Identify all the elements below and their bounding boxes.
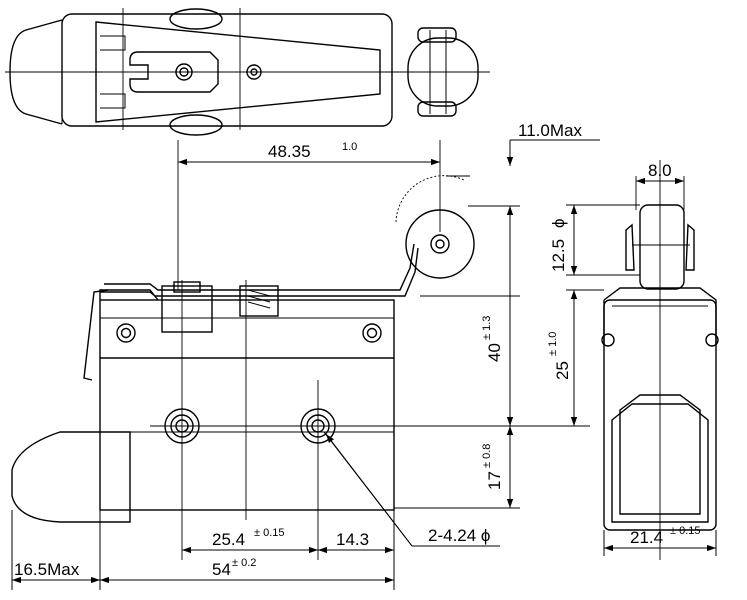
dim-body-width-value: 21.4 xyxy=(630,528,663,547)
top-view xyxy=(5,8,490,136)
dim-max-overtravel-value: 11.0Max xyxy=(518,121,582,140)
dim-actuator-height-tol: ± 1.3 xyxy=(481,316,493,340)
dim-max-overtravel: 11.0Max xyxy=(506,121,600,166)
dim-hole-pitch: 25.4 ± 0.15 xyxy=(182,527,318,554)
dim-mount-height-tol: ± 0.8 xyxy=(481,444,493,468)
side-view xyxy=(601,160,719,560)
dim-roller-width: 8.0 xyxy=(636,161,684,185)
dim-body-width: 21.4 ± 0.15 xyxy=(603,525,717,556)
dim-roller-diameter-symbol: ϕ xyxy=(549,218,568,228)
dim-roller-diameter: 12.5 ϕ xyxy=(549,204,640,276)
dim-body-upper-value: 25 xyxy=(553,361,572,380)
dim-body-upper: 25 ± 1.0 xyxy=(547,289,604,426)
dim-body-length-value: 54 xyxy=(212,560,231,579)
dim-actuator-height: 40 ± 1.3 xyxy=(481,206,514,426)
dim-body-length-tol: ± 0.2 xyxy=(232,557,256,569)
dim-boot-length: 16.5Max xyxy=(11,510,100,590)
dim-mount-height: 17 ± 0.8 xyxy=(394,426,520,509)
dim-hole-offset-value: 14.3 xyxy=(336,530,369,549)
dim-lever-length-tol: 1.0 xyxy=(342,141,357,153)
dim-hole-pitch-value: 25.4 xyxy=(212,530,245,549)
dim-hole-offset: 14.3 xyxy=(318,530,394,554)
dim-mount-holes-value: 2-4.24 ϕ xyxy=(428,526,490,545)
dim-actuator-height-value: 40 xyxy=(485,343,504,362)
dim-lever-length-value: 48.35 xyxy=(268,142,311,161)
dim-roller-width-value: 8.0 xyxy=(648,161,672,180)
dim-body-length: 54 ± 0.2 xyxy=(99,510,395,590)
dim-body-width-tol: ± 0.15 xyxy=(670,525,701,537)
dim-mount-holes: 2-4.24 ϕ xyxy=(323,431,500,547)
dim-lever-length: 48.35 1.0 xyxy=(178,141,440,166)
dim-boot-length-value: 16.5Max xyxy=(14,560,80,579)
dim-hole-pitch-tol: ± 0.15 xyxy=(254,527,285,539)
dim-mount-height-value: 17 xyxy=(485,471,504,490)
dim-body-upper-tol: ± 1.0 xyxy=(547,332,559,356)
front-view xyxy=(11,140,590,560)
dim-roller-diameter-value: 12.5 xyxy=(549,239,568,272)
